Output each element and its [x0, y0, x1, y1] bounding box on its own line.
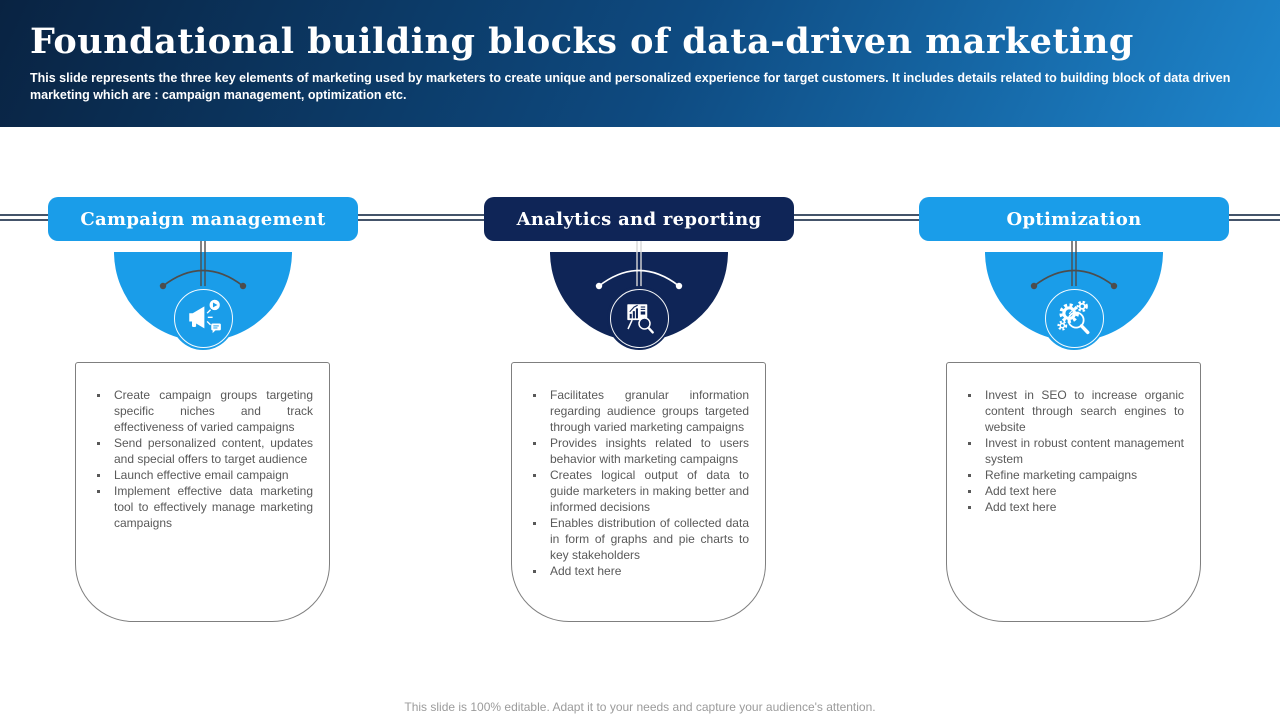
analytics-presentation-icon	[627, 304, 654, 334]
list-item: Create campaign groups targeting specifi…	[88, 387, 313, 435]
list-item: Implement effective data marketing tool …	[88, 483, 313, 531]
analytics-reporting-header: Analytics and reporting	[484, 197, 794, 241]
analytics-icon-circle	[607, 286, 671, 350]
list-item: Invest in SEO to increase organic conten…	[959, 387, 1184, 435]
column-optimization: Optimization Invest in SEO to increase o…	[914, 197, 1234, 627]
column-campaign-management: Campaign management Create campaign grou…	[43, 197, 363, 627]
optimization-bullet-list: Invest in SEO to increase organic conten…	[959, 387, 1184, 515]
list-item: Provides insights related to users behav…	[524, 435, 749, 467]
campaign-icon-circle	[171, 286, 235, 350]
list-item: Facilitates granular information regardi…	[524, 387, 749, 435]
gears-magnifier-icon	[1057, 300, 1090, 335]
list-item: Enables distribution of collected data i…	[524, 515, 749, 563]
campaign-textbox: Create campaign groups targeting specifi…	[75, 362, 330, 622]
column-analytics-reporting: Analytics and reporting Facilitates gran…	[479, 197, 799, 627]
list-item: Refine marketing campaigns	[959, 467, 1184, 483]
list-item: Send personalized content, updates and s…	[88, 435, 313, 467]
analytics-reporting-label: Analytics and reporting	[516, 208, 762, 230]
campaign-management-header: Campaign management	[48, 197, 358, 241]
megaphone-icon	[189, 299, 221, 334]
list-item: Add text here	[524, 563, 749, 579]
slide-description: This slide represents the three key elem…	[30, 71, 1231, 102]
campaign-connector	[159, 241, 247, 290]
analytics-bullet-list: Facilitates granular information regardi…	[524, 387, 749, 579]
optimization-connector	[1030, 241, 1118, 290]
list-item: Add text here	[959, 483, 1184, 499]
optimization-textbox: Invest in SEO to increase organic conten…	[946, 362, 1201, 622]
optimization-header: Optimization	[919, 197, 1229, 241]
campaign-management-label: Campaign management	[80, 208, 326, 230]
list-item: Launch effective email campaign	[88, 467, 313, 483]
list-item: Add text here	[959, 499, 1184, 515]
footer-note: This slide is 100% editable. Adapt it to…	[404, 700, 876, 714]
optimization-icon-circle	[1042, 286, 1106, 350]
analytics-connector	[595, 241, 683, 290]
page-title: Foundational building blocks of data-dri…	[30, 21, 1134, 62]
list-item: Invest in robust content management syst…	[959, 435, 1184, 467]
campaign-bullet-list: Create campaign groups targeting specifi…	[88, 387, 313, 531]
slide-header: Foundational building blocks of data-dri…	[0, 0, 1280, 127]
optimization-label: Optimization	[1006, 208, 1142, 230]
analytics-textbox: Facilitates granular information regardi…	[511, 362, 766, 622]
list-item: Creates logical output of data to guide …	[524, 467, 749, 515]
